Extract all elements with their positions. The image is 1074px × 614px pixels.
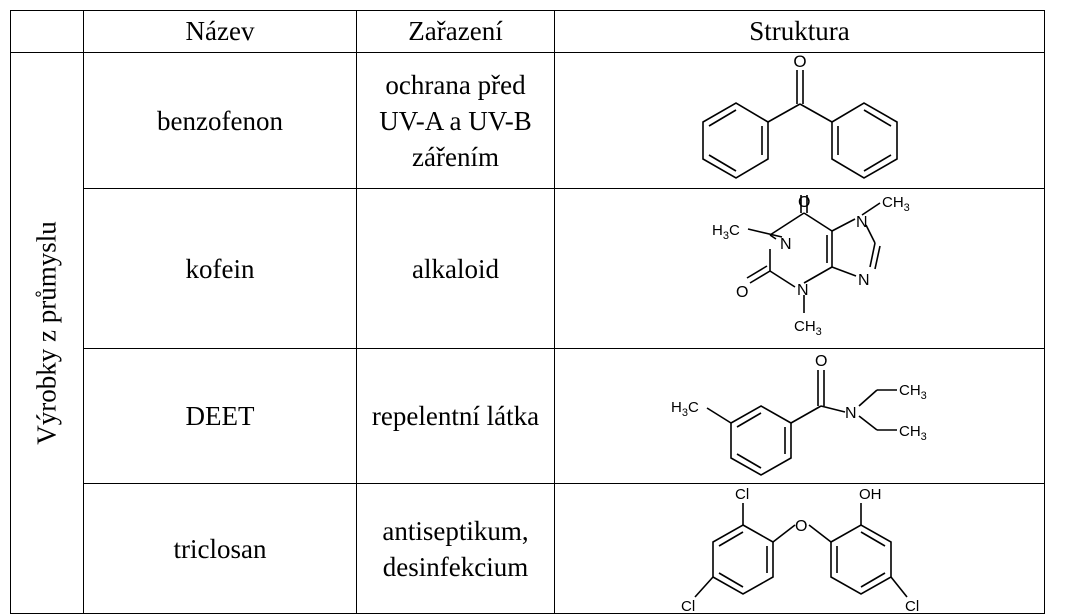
triclosan-structure: Cl O OH Cl Cl [681,486,919,613]
atom-label: N [845,405,857,422]
table-row-kofein: kofein alkaloid H3C [11,188,1045,349]
side-label: Výrobky z průmyslu [31,221,62,445]
header-class: Zařazení [356,10,555,53]
header-name: Název [83,10,357,53]
structure-cell: O [554,52,1045,189]
atom-label: H3C [712,222,740,242]
table-row-deet: DEET repelentní látka O N H3C CH3 CH3 [11,348,1045,484]
atom-label: O [736,284,748,301]
table-row-triclosan: triclosan antiseptikum, desinfekcium Cl … [11,483,1045,614]
structure-cell: Cl O OH Cl Cl [554,483,1045,614]
compound-name: kofein [83,188,357,349]
header-row: Název Zařazení Struktura [10,10,1045,53]
atom-label: Cl [681,598,695,613]
compound-name: DEET [83,348,357,484]
atom-label: O [795,518,807,535]
atom-label: O [798,194,810,211]
caffeine-structure: H3C N O N CH3 N N O CH3 [712,194,910,338]
corner-cell [10,10,84,53]
table-row-benzofenon: Výrobky z průmyslu benzofenon ochrana př… [10,52,1045,614]
atom-label: H3C [671,399,699,419]
atom-label: O [815,353,827,370]
atom-label: N [858,272,870,289]
atom-label: O [793,54,806,71]
atom-label: CH3 [882,194,910,214]
structure-cell: O N H3C CH3 CH3 [554,348,1045,484]
header-structure: Struktura [554,10,1045,53]
atom-label: Cl [735,486,749,503]
compound-class: repelentní látka [356,348,555,484]
compound-name: benzofenon [83,52,357,189]
atom-label: CH3 [899,382,927,402]
benzophenone-structure: O [701,54,898,179]
compound-class: alkaloid [356,188,555,349]
atom-label: N [797,282,809,299]
compound-name: triclosan [83,483,357,614]
side-label-cell: Výrobky z průmyslu [10,52,84,614]
compound-table: Název Zařazení Struktura Výrobky z průmy… [10,10,1045,614]
atom-label: N [780,236,792,253]
atom-label: N [856,214,868,231]
deet-structure: O N H3C CH3 CH3 [671,353,927,476]
atom-label: Cl [905,598,919,613]
compound-class: antiseptikum, desinfekcium [356,483,555,614]
atom-label: OH [859,486,882,503]
structure-cell: H3C N O N CH3 N N O CH3 [554,188,1045,349]
compound-class: ochrana před UV-A a UV-B zářením [356,52,555,189]
atom-label: CH3 [794,318,822,338]
atom-label: CH3 [899,423,927,443]
